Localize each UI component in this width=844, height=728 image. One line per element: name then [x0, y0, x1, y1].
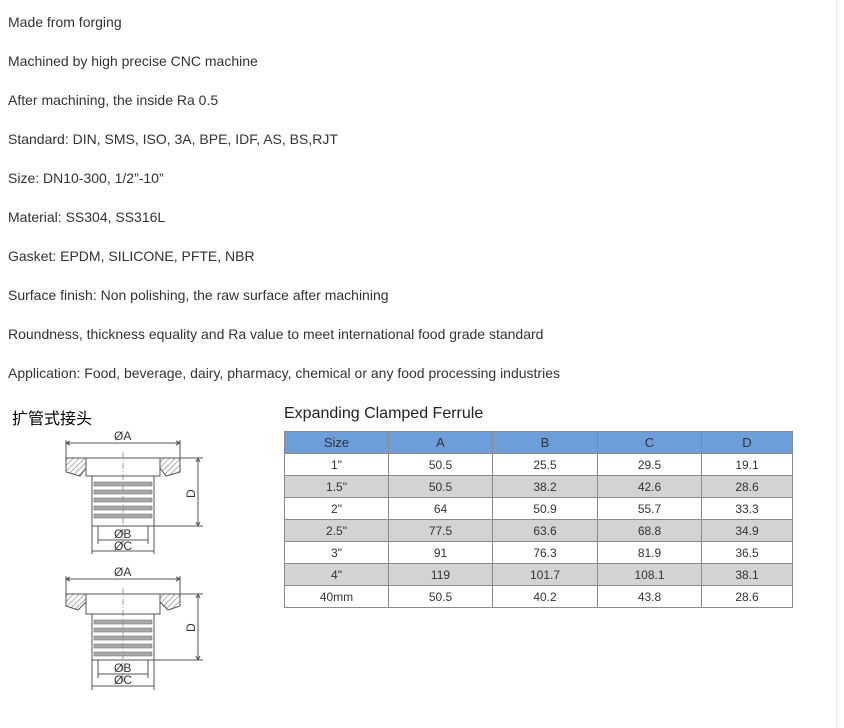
spec-line: Machined by high precise CNC machine: [8, 53, 258, 69]
table-cell: 25.5: [492, 453, 598, 476]
table-cell: 1.5": [284, 475, 389, 498]
drawing-title: 扩管式接头: [12, 409, 93, 428]
table-cell: 2.5": [284, 519, 389, 542]
table-row: 1.5" 50.5 38.2 42.6 28.6: [284, 475, 793, 498]
spec-line: Standard: DIN, SMS, ISO, 3A, BPE, IDF, A…: [8, 131, 338, 147]
table-header-row: Size A B C D: [284, 431, 793, 454]
table-row: 2" 64 50.9 55.7 33.3: [284, 497, 793, 520]
column-header: Size: [284, 431, 389, 454]
spec-line: Roundness, thickness equality and Ra val…: [8, 326, 544, 342]
table-cell: 63.6: [492, 519, 598, 542]
dim-label-c: ØC: [114, 539, 132, 553]
table-row: 1" 50.5 25.5 29.5 19.1: [284, 453, 793, 476]
dim-label-a: ØA: [114, 565, 131, 579]
table-cell: 108.1: [597, 563, 702, 586]
table-cell: 29.5: [597, 453, 702, 476]
table-cell: 1": [284, 453, 389, 476]
table-cell: 28.6: [701, 585, 793, 608]
table-cell: 68.8: [597, 519, 702, 542]
dim-label-c: ØC: [114, 673, 132, 687]
spec-list: Made from forging Machined by high preci…: [8, 14, 560, 404]
dimension-table: Size A B C D 1" 50.5 25.5 29.5 19.1 1.5"…: [284, 431, 793, 608]
dim-label-d: D: [184, 623, 198, 632]
table-cell: 34.9: [701, 519, 793, 542]
spec-line: Material: SS304, SS316L: [8, 209, 166, 225]
table-cell: 50.5: [388, 585, 493, 608]
table-cell: 40.2: [492, 585, 598, 608]
dim-label-b: ØB: [114, 661, 131, 675]
spec-line: Made from forging: [8, 14, 122, 30]
table-cell: 36.5: [701, 541, 793, 564]
table-cell: 50.5: [388, 453, 493, 476]
spec-line: Size: DN10-300, 1/2”-10”: [8, 170, 164, 186]
table-row: 2.5" 77.5 63.6 68.8 34.9: [284, 519, 793, 542]
spec-line: After machining, the inside Ra 0.5: [8, 92, 219, 108]
dim-label-a: ØA: [114, 429, 131, 443]
table-cell: 43.8: [597, 585, 702, 608]
spec-line: Gasket: EPDM, SILICONE, PFTE, NBR: [8, 248, 255, 264]
table-title: Expanding Clamped Ferrule: [284, 405, 484, 422]
table-cell: 91: [388, 541, 493, 564]
table-cell: 40mm: [284, 585, 389, 608]
ferrule-drawing: .ln { stroke:#555; stroke-width:1; fill:…: [65, 429, 203, 690]
table-cell: 42.6: [597, 475, 702, 498]
table-cell: 76.3: [492, 541, 598, 564]
table-cell: 3": [284, 541, 389, 564]
table-cell: 81.9: [597, 541, 702, 564]
dim-label-d: D: [184, 489, 198, 498]
column-header: D: [701, 431, 793, 454]
table-cell: 2": [284, 497, 389, 520]
table-cell: 77.5: [388, 519, 493, 542]
column-header: C: [597, 431, 702, 454]
table-cell: 55.7: [597, 497, 702, 520]
table-row: 3" 91 76.3 81.9 36.5: [284, 541, 793, 564]
table-row: 40mm 50.5 40.2 43.8 28.6: [284, 585, 793, 608]
table-cell: 28.6: [701, 475, 793, 498]
page-divider: [836, 0, 837, 728]
spec-line: Surface finish: Non polishing, the raw s…: [8, 287, 389, 303]
dim-label-b: ØB: [114, 527, 131, 541]
spec-line: Application: Food, beverage, dairy, phar…: [8, 365, 560, 381]
table-cell: 50.9: [492, 497, 598, 520]
table-cell: 101.7: [492, 563, 598, 586]
table-row: 4" 119 101.7 108.1 38.1: [284, 563, 793, 586]
ferrule-view-lower: ØA D ØB ØC: [65, 565, 203, 690]
table-cell: 38.1: [701, 563, 793, 586]
table-cell: 4": [284, 563, 389, 586]
ferrule-view-upper: ØA D ØB ØC: [65, 429, 203, 554]
table-cell: 33.3: [701, 497, 793, 520]
column-header: A: [388, 431, 493, 454]
table-cell: 19.1: [701, 453, 793, 476]
table-cell: 50.5: [388, 475, 493, 498]
column-header: B: [492, 431, 598, 454]
table-cell: 64: [388, 497, 493, 520]
table-cell: 119: [388, 563, 493, 586]
table-cell: 38.2: [492, 475, 598, 498]
